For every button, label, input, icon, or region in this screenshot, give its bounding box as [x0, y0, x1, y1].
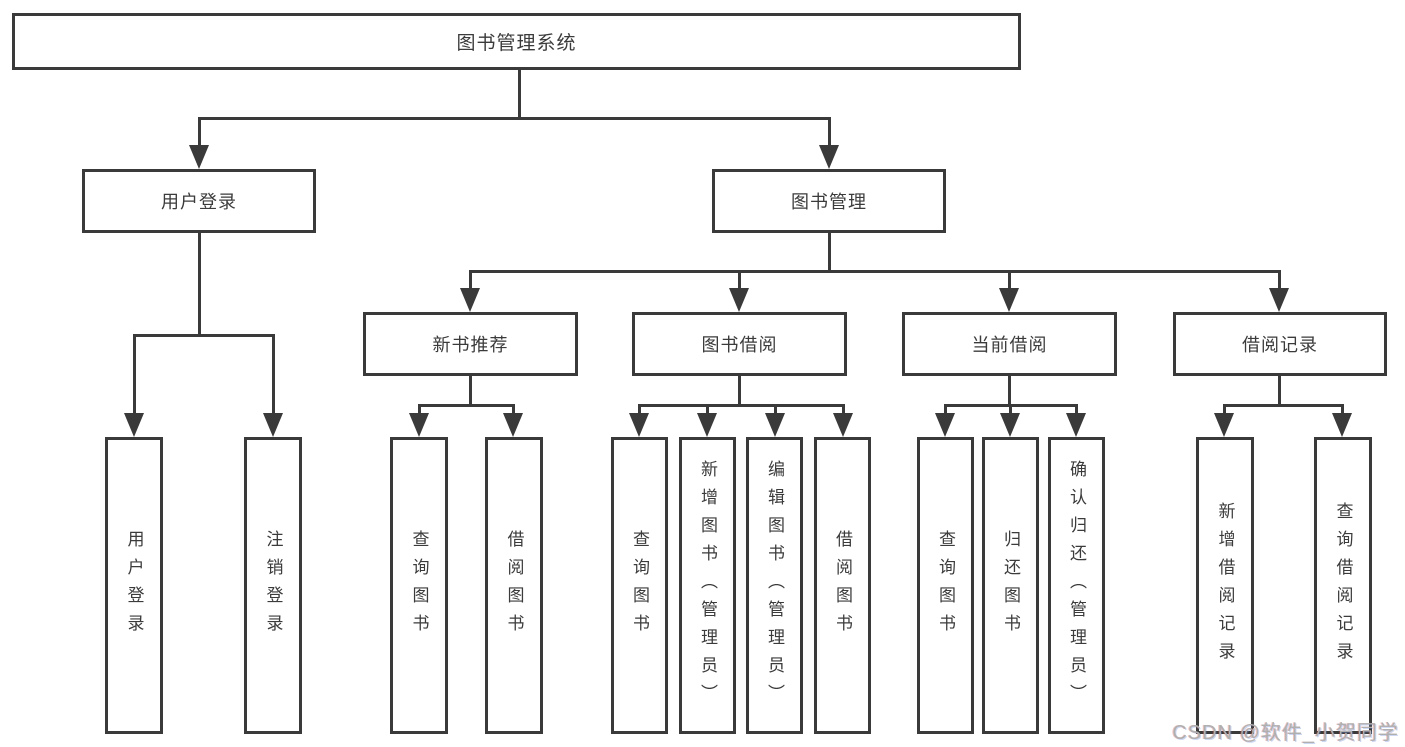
connector — [469, 270, 1281, 273]
node-current-borrow: 当前借阅 — [902, 312, 1117, 376]
connector — [738, 376, 741, 407]
arrowhead — [1332, 413, 1352, 437]
node-label: 当前借阅 — [971, 335, 1048, 355]
connector — [469, 270, 472, 292]
node-label: 图书借阅 — [701, 335, 778, 355]
arrowhead — [1000, 413, 1020, 437]
connector — [133, 334, 136, 416]
leaf-label: 查询借阅记录 — [1333, 501, 1353, 670]
connector — [418, 404, 515, 407]
leaf-logout: 注销登录 — [244, 437, 302, 734]
arrowhead — [935, 413, 955, 437]
connector — [1008, 270, 1011, 292]
arrowhead — [999, 288, 1019, 312]
connector — [469, 376, 472, 407]
node-label: 用户登录 — [161, 192, 237, 212]
connector — [1223, 404, 1344, 407]
leaf-add-borrow-record: 新增借阅记录 — [1196, 437, 1254, 734]
connector — [638, 404, 845, 407]
leaf-borrow-books-recommend: 借阅图书 — [485, 437, 543, 734]
connector — [134, 334, 275, 337]
node-label: 图书管理 — [791, 192, 867, 212]
leaf-label: 归还图书 — [1001, 529, 1020, 642]
leaf-edit-book-admin: 编辑图书（管理员） — [746, 437, 803, 734]
connector — [1223, 404, 1226, 416]
leaf-query-books-current: 查询图书 — [917, 437, 974, 734]
arrowhead — [1214, 413, 1234, 437]
node-label: 图书管理系统 — [456, 33, 577, 54]
connector — [1341, 404, 1344, 416]
leaf-label: 新增图书（管理员） — [698, 459, 717, 712]
node-book-borrow: 图书借阅 — [632, 312, 847, 376]
arrowhead — [503, 413, 523, 437]
connector — [518, 70, 521, 119]
connector — [198, 117, 831, 120]
node-user-login: 用户登录 — [82, 169, 316, 233]
connector — [1008, 376, 1011, 407]
arrowhead — [833, 413, 853, 437]
leaf-confirm-return-admin: 确认归还（管理员） — [1048, 437, 1105, 734]
leaf-user-login: 用户登录 — [105, 437, 163, 734]
leaf-label: 查询图书 — [630, 529, 649, 642]
leaf-return-books: 归还图书 — [982, 437, 1039, 734]
leaf-label: 用户登录 — [124, 529, 144, 642]
leaf-query-borrow-record: 查询借阅记录 — [1314, 437, 1372, 734]
arrowhead — [460, 288, 480, 312]
connector — [1009, 404, 1012, 416]
connector — [1278, 376, 1281, 407]
leaf-label: 注销登录 — [263, 529, 283, 642]
arrowhead — [124, 413, 144, 437]
connector — [512, 404, 515, 416]
leaf-query-books-borrow: 查询图书 — [611, 437, 668, 734]
arrowhead — [729, 288, 749, 312]
leaf-borrow-books: 借阅图书 — [814, 437, 871, 734]
connector — [638, 404, 641, 416]
node-label: 新书推荐 — [432, 335, 509, 355]
connector — [842, 404, 845, 416]
connector — [944, 404, 947, 416]
leaf-label: 编辑图书（管理员） — [765, 459, 784, 712]
connector — [738, 270, 741, 292]
arrowhead — [819, 145, 839, 169]
arrowhead — [1269, 288, 1289, 312]
node-new-book-recommend: 新书推荐 — [363, 312, 578, 376]
connector — [198, 117, 201, 149]
node-label: 借阅记录 — [1242, 335, 1318, 355]
leaf-label: 查询图书 — [409, 529, 429, 642]
watermark: CSDN @软件_小贺同学 — [1172, 722, 1399, 744]
leaf-label: 借阅图书 — [504, 529, 524, 642]
arrowhead — [629, 413, 649, 437]
connector — [706, 404, 709, 416]
leaf-label: 确认归还（管理员） — [1067, 459, 1086, 712]
connector — [828, 117, 831, 149]
leaf-add-book-admin: 新增图书（管理员） — [679, 437, 736, 734]
arrowhead — [697, 413, 717, 437]
connector — [198, 233, 201, 336]
connector — [774, 404, 777, 416]
arrowhead — [1066, 413, 1086, 437]
arrowhead — [263, 413, 283, 437]
arrowhead — [765, 413, 785, 437]
leaf-query-books-recommend: 查询图书 — [390, 437, 448, 734]
leaf-label: 新增借阅记录 — [1215, 501, 1235, 670]
connector — [1075, 404, 1078, 416]
leaf-label: 借阅图书 — [833, 529, 852, 642]
connector — [418, 404, 421, 416]
node-book-management: 图书管理 — [712, 169, 946, 233]
connector — [1278, 270, 1281, 292]
node-borrow-records: 借阅记录 — [1173, 312, 1387, 376]
arrowhead — [409, 413, 429, 437]
node-library-management-system: 图书管理系统 — [12, 13, 1021, 70]
connector — [828, 233, 831, 273]
arrowhead — [189, 145, 209, 169]
leaf-label: 查询图书 — [936, 529, 955, 642]
connector — [272, 334, 275, 416]
